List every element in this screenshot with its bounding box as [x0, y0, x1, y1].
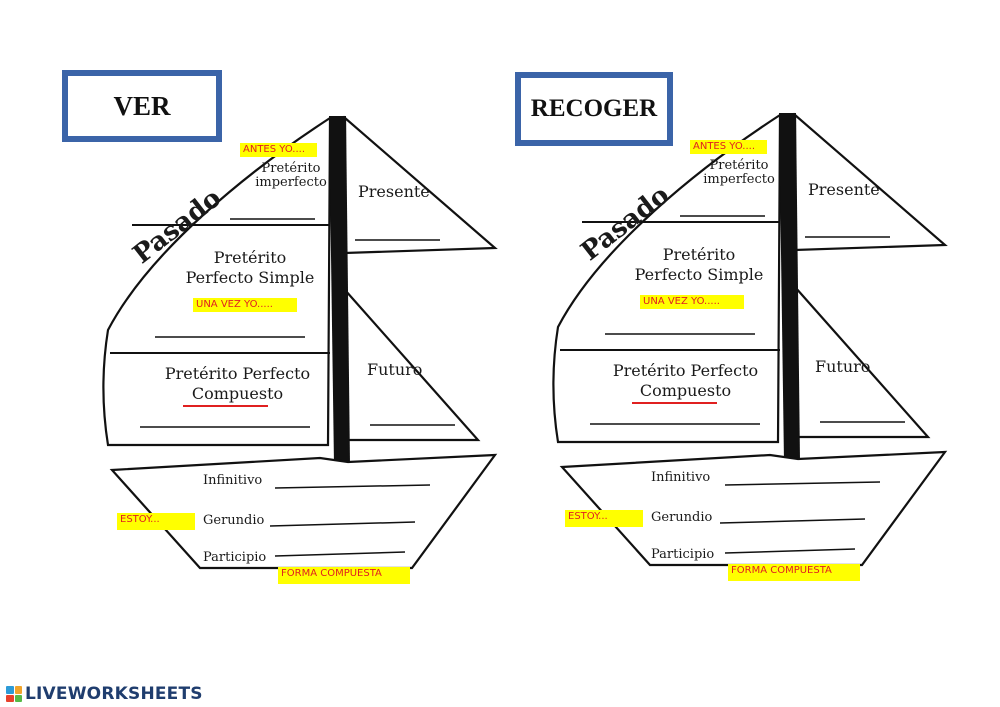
pps-line2: Perfecto Simple	[634, 265, 764, 284]
antes-yo-hint: ANTES YO....	[690, 140, 767, 154]
preterito-imperfecto-line2: imperfecto	[255, 175, 327, 190]
ppc-line2: Compuesto	[639, 381, 732, 400]
verb-label-2: RECOGER	[530, 95, 658, 122]
liveworksheets-logo-text: LIVEWORKSHEETS	[25, 684, 203, 704]
ppc-line1: Pretérito Perfecto	[612, 361, 759, 380]
ppc-line2: Compuesto	[191, 384, 284, 403]
preterito-imperfecto-line1: Pretérito	[261, 161, 321, 176]
futuro-label: Futuro	[367, 360, 423, 379]
liveworksheets-logo[interactable]: LIVEWORKSHEETS	[6, 684, 203, 704]
verb-box-1: VER	[62, 70, 222, 142]
ppc-line1: Pretérito Perfecto	[164, 364, 311, 383]
participio-label: Participio	[203, 550, 267, 565]
pps-line1: Pretérito	[213, 248, 287, 267]
preterito-perfecto-compuesto-label: Pretérito Perfecto Compuesto	[150, 364, 325, 404]
compuesto-underline	[632, 402, 717, 404]
pps-line1: Pretérito	[662, 245, 736, 264]
una-vez-yo-hint: UNA VEZ YO.....	[193, 298, 297, 312]
forma-compuesta-hint: FORMA COMPUESTA	[278, 567, 410, 584]
estoy-hint: ESTOY...	[117, 513, 195, 530]
preterito-perfecto-simple-label: Pretérito Perfecto Simple	[624, 245, 774, 285]
preterito-perfecto-simple-label: Pretérito Perfecto Simple	[175, 248, 325, 288]
preterito-imperfecto-line1: Pretérito	[709, 158, 769, 173]
presente-label: Presente	[358, 182, 430, 201]
participio-label: Participio	[651, 547, 715, 562]
verb-label-1: VER	[113, 90, 171, 121]
liveworksheets-logo-icon	[6, 686, 22, 702]
preterito-imperfecto-line2: imperfecto	[703, 172, 775, 187]
preterito-imperfecto-label: Pretérito imperfecto	[694, 159, 784, 187]
estoy-hint: ESTOY...	[565, 510, 643, 527]
compuesto-underline	[183, 405, 268, 407]
gerundio-label: Gerundio	[651, 510, 713, 525]
verb-box-2: RECOGER	[515, 72, 673, 146]
preterito-imperfecto-label: Pretérito imperfecto	[246, 162, 336, 190]
infinitivo-label: Infinitivo	[203, 473, 263, 488]
infinitivo-label: Infinitivo	[651, 470, 711, 485]
preterito-perfecto-compuesto-label: Pretérito Perfecto Compuesto	[598, 361, 773, 401]
forma-compuesta-hint: FORMA COMPUESTA	[728, 564, 860, 581]
futuro-label: Futuro	[815, 357, 871, 376]
antes-yo-hint: ANTES YO....	[240, 143, 317, 157]
gerundio-label: Gerundio	[203, 513, 265, 528]
pps-line2: Perfecto Simple	[185, 268, 315, 287]
presente-label: Presente	[808, 180, 880, 199]
una-vez-yo-hint: UNA VEZ YO.....	[640, 295, 744, 309]
